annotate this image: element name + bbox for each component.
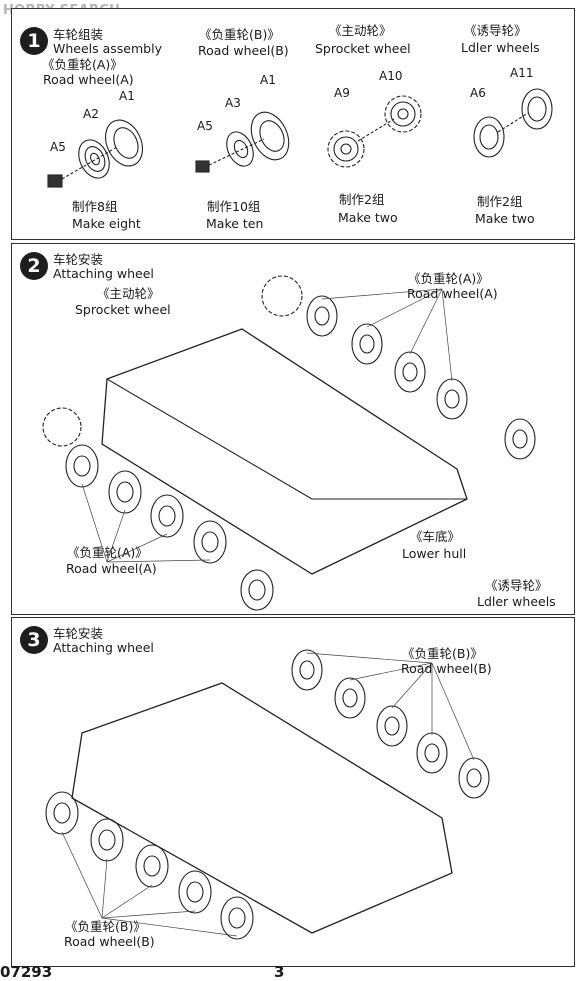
make-b-en: Make ten (206, 216, 264, 231)
step-3-title-cn: 车轮安装 (53, 626, 104, 641)
road-wheel-b-top-en: Road wheel(B) (401, 661, 492, 676)
step-2-title-en: Attaching wheel (53, 266, 154, 281)
part-label-a1-b: A1 (260, 73, 276, 87)
part-label-a5: A5 (50, 140, 66, 154)
idler-label-en-2: Ldler wheels (477, 594, 556, 609)
idler-label-cn: 《诱导轮》 (464, 23, 527, 38)
step-1-drawing (47, 88, 553, 188)
road-wheel-a-assembly-drawing (47, 119, 143, 188)
make-c-en: Make two (338, 210, 398, 225)
part-label-a3: A3 (225, 96, 241, 110)
road-wheel-b-top-cn: 《负重轮(B)》 (402, 646, 483, 661)
near-road-wheels-b-drawing (45, 791, 254, 940)
sprocket-assembly-drawing (327, 95, 422, 168)
kit-number: 07293 (0, 963, 53, 981)
sprocket-label-cn: 《主动轮》 (329, 23, 392, 38)
part-label-a1: A1 (119, 89, 135, 103)
road-wheel-b-label-en: Road wheel(B) (198, 43, 289, 58)
step-2-title-cn: 车轮安装 (53, 252, 104, 267)
make-d-en: Make two (475, 211, 535, 226)
road-wheel-b-bottom-en: Road wheel(B) (64, 934, 155, 949)
road-wheel-a-top-en: Road wheel(A) (407, 286, 498, 301)
sprocket-label-en-2: Sprocket wheel (75, 302, 171, 317)
part-label-a10: A10 (379, 69, 403, 83)
make-c-cn: 制作2组 (339, 192, 385, 207)
idler-assembly-drawing (473, 88, 553, 158)
step-3-title-en: Attaching wheel (53, 640, 154, 655)
step-1-title-en: Wheels assembly (53, 41, 162, 56)
page-number: 3 (274, 963, 285, 981)
part-label-a9: A9 (334, 86, 350, 100)
lower-hull-label-cn: 《车底》 (410, 529, 461, 544)
idler-label-cn-2: 《诱导轮》 (485, 578, 548, 593)
step-1-number-badge: 1 (20, 27, 48, 55)
road-wheel-b-bottom-cn: 《负重轮(B)》 (65, 919, 146, 934)
make-b-cn: 制作10组 (207, 199, 261, 214)
step-2-number-badge: 2 (20, 252, 48, 280)
road-wheel-a-bottom-cn: 《负重轮(A)》 (67, 545, 148, 560)
idler-label-en: Ldler wheels (461, 40, 540, 55)
make-a-cn: 制作8组 (72, 199, 118, 214)
step-3-panel: 3 车轮安装 Attaching wheel 《负重轮(B)》 Road whe… (11, 617, 575, 967)
road-wheel-a-top-cn: 《负重轮(A)》 (408, 271, 489, 286)
part-label-a2: A2 (83, 107, 99, 121)
near-road-wheels-drawing (42, 407, 274, 611)
road-wheel-a-label-cn: 《负重轮(A)》 (42, 57, 123, 72)
step-1-title-cn: 车轮组装 (53, 27, 104, 42)
part-label-a5-b: A5 (197, 119, 213, 133)
part-label-a6: A6 (470, 86, 486, 100)
far-road-wheels-drawing (261, 275, 536, 460)
step-3-number-badge: 3 (20, 626, 48, 654)
sprocket-label-cn-2: 《主动轮》 (97, 286, 160, 301)
part-label-a11: A11 (510, 66, 534, 80)
step-2-panel: 2 车轮安装 Attaching wheel 《主动轮》 Sprocket wh… (11, 243, 575, 615)
road-wheel-a-bottom-en: Road wheel(A) (66, 561, 157, 576)
step-2-drawing (42, 275, 536, 611)
hull-with-wheels-drawing (71, 682, 453, 934)
road-wheel-b-assembly-drawing (195, 111, 290, 173)
make-a-en: Make eight (72, 216, 141, 231)
lower-hull-label-en: Lower hull (402, 546, 467, 561)
make-d-cn: 制作2组 (477, 194, 523, 209)
road-wheel-a-label-en: Road wheel(A) (43, 72, 134, 87)
sprocket-label-en: Sprocket wheel (315, 41, 411, 56)
step-1-panel: 1 车轮组装 Wheels assembly 《负重轮(A)》 Road whe… (11, 8, 575, 240)
road-wheel-b-label-cn: 《负重轮(B)》 (199, 27, 280, 42)
step-3-drawing (45, 649, 490, 940)
